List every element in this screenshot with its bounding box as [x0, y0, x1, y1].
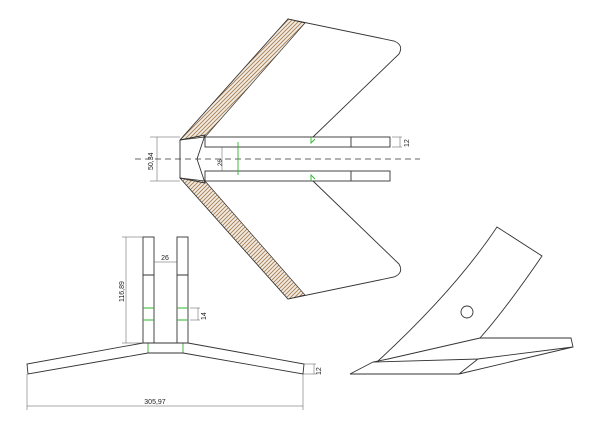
tip-chevron [179, 134, 206, 184]
dim-gap-label: 26 [218, 159, 224, 166]
side-view [349, 226, 574, 375]
hardfacing-upper [179, 18, 306, 141]
top-wing-upper [179, 18, 402, 141]
hardfacing-lower [179, 177, 306, 300]
weld-marks-front [143, 307, 188, 353]
weld-marks [237, 137, 316, 181]
dim-total-line [26, 374, 304, 410]
top-view: 50,34 26 12 [135, 18, 420, 300]
post-right [176, 236, 189, 344]
dim-height-line [122, 236, 143, 344]
dim-thickness-label: 12 [404, 139, 411, 147]
dim-slot-line [190, 307, 200, 321]
shank-bar-lower [204, 170, 391, 182]
blade-shank [377, 226, 543, 362]
dim-thickness-line [392, 136, 402, 148]
front-view: 305,97 116,89 26 14 12 [26, 236, 323, 410]
dim-width-line [150, 136, 180, 182]
mounting-hole [460, 305, 474, 319]
dim-front-thickness-line [303, 363, 316, 375]
dim-width-label: 50,34 [148, 152, 155, 170]
center-base [143, 342, 188, 354]
wing-left [26, 342, 149, 375]
dim-height-label: 116,89 [119, 281, 126, 302]
dim-front-gap-label: 26 [161, 255, 169, 262]
share-plate [349, 337, 574, 375]
dim-total-label: 305,97 [144, 399, 166, 406]
shank-bar-upper [204, 136, 391, 148]
dim-slot-label: 14 [201, 312, 208, 320]
top-wing-lower [179, 177, 402, 300]
wing-right [182, 342, 305, 375]
post-left [142, 236, 155, 344]
dim-front-thickness-label: 12 [316, 367, 323, 375]
